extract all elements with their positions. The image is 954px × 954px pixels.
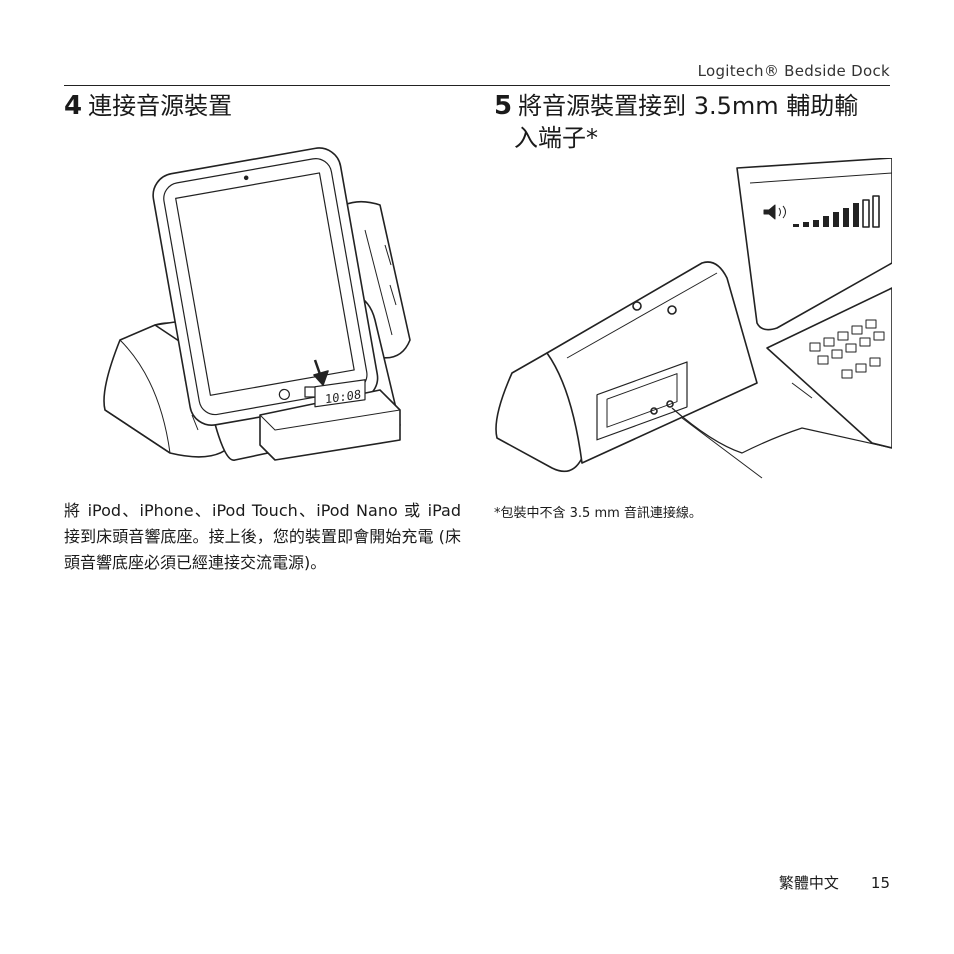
step-5-number: 5 bbox=[494, 91, 513, 121]
page-number: 15 bbox=[870, 874, 890, 892]
brand-header: Logitech® Bedside Dock bbox=[697, 62, 890, 80]
laptop-aux-illustration bbox=[495, 158, 892, 479]
step-5-title-line1: 將音源裝置接到 3.5mm 輔助輸 bbox=[518, 92, 859, 120]
step-4-number: 4 bbox=[64, 91, 83, 121]
step-5-footnote: *包裝中不含 3.5 mm 音訊連接線。 bbox=[494, 506, 702, 521]
header-divider bbox=[64, 85, 890, 86]
step-5-title-line2: 入端子* bbox=[514, 124, 598, 152]
step-4-description: 將 iPod、iPhone、iPod Touch、iPod Nano 或 iPa… bbox=[64, 501, 461, 572]
ipad-dock-illustration: 10:08 bbox=[103, 147, 411, 461]
page-footer: 繁體中文 15 bbox=[779, 872, 890, 893]
volume-level-bars bbox=[793, 195, 880, 228]
clock-display: 10:08 bbox=[325, 387, 361, 406]
footer-language: 繁體中文 bbox=[778, 874, 839, 892]
step-4-title: 連接音源裝置 bbox=[88, 92, 233, 120]
volume-icon bbox=[763, 204, 786, 220]
